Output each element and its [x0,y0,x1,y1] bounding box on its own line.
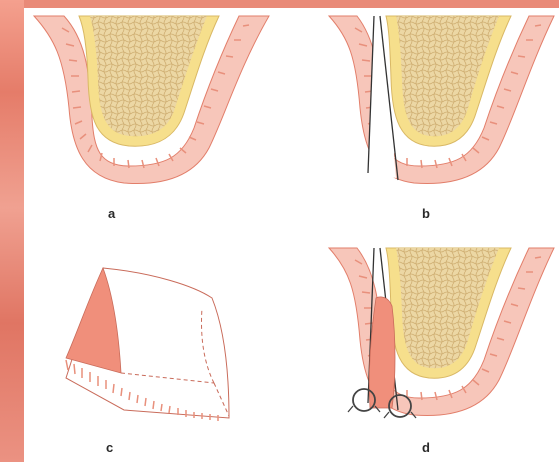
background-edge [0,0,24,462]
panel-label-d: d [422,440,430,455]
panel-d-drawing [329,248,554,418]
figure-canvas: a b c d [24,8,559,462]
panel-label-a: a [108,206,115,221]
panel-c-drawing [66,268,229,421]
panel-label-c: c [106,440,113,455]
panel-b-drawing [329,16,554,184]
illustration-svg [24,8,559,462]
panel-a-drawing [34,16,269,184]
panel-label-b: b [422,206,430,221]
